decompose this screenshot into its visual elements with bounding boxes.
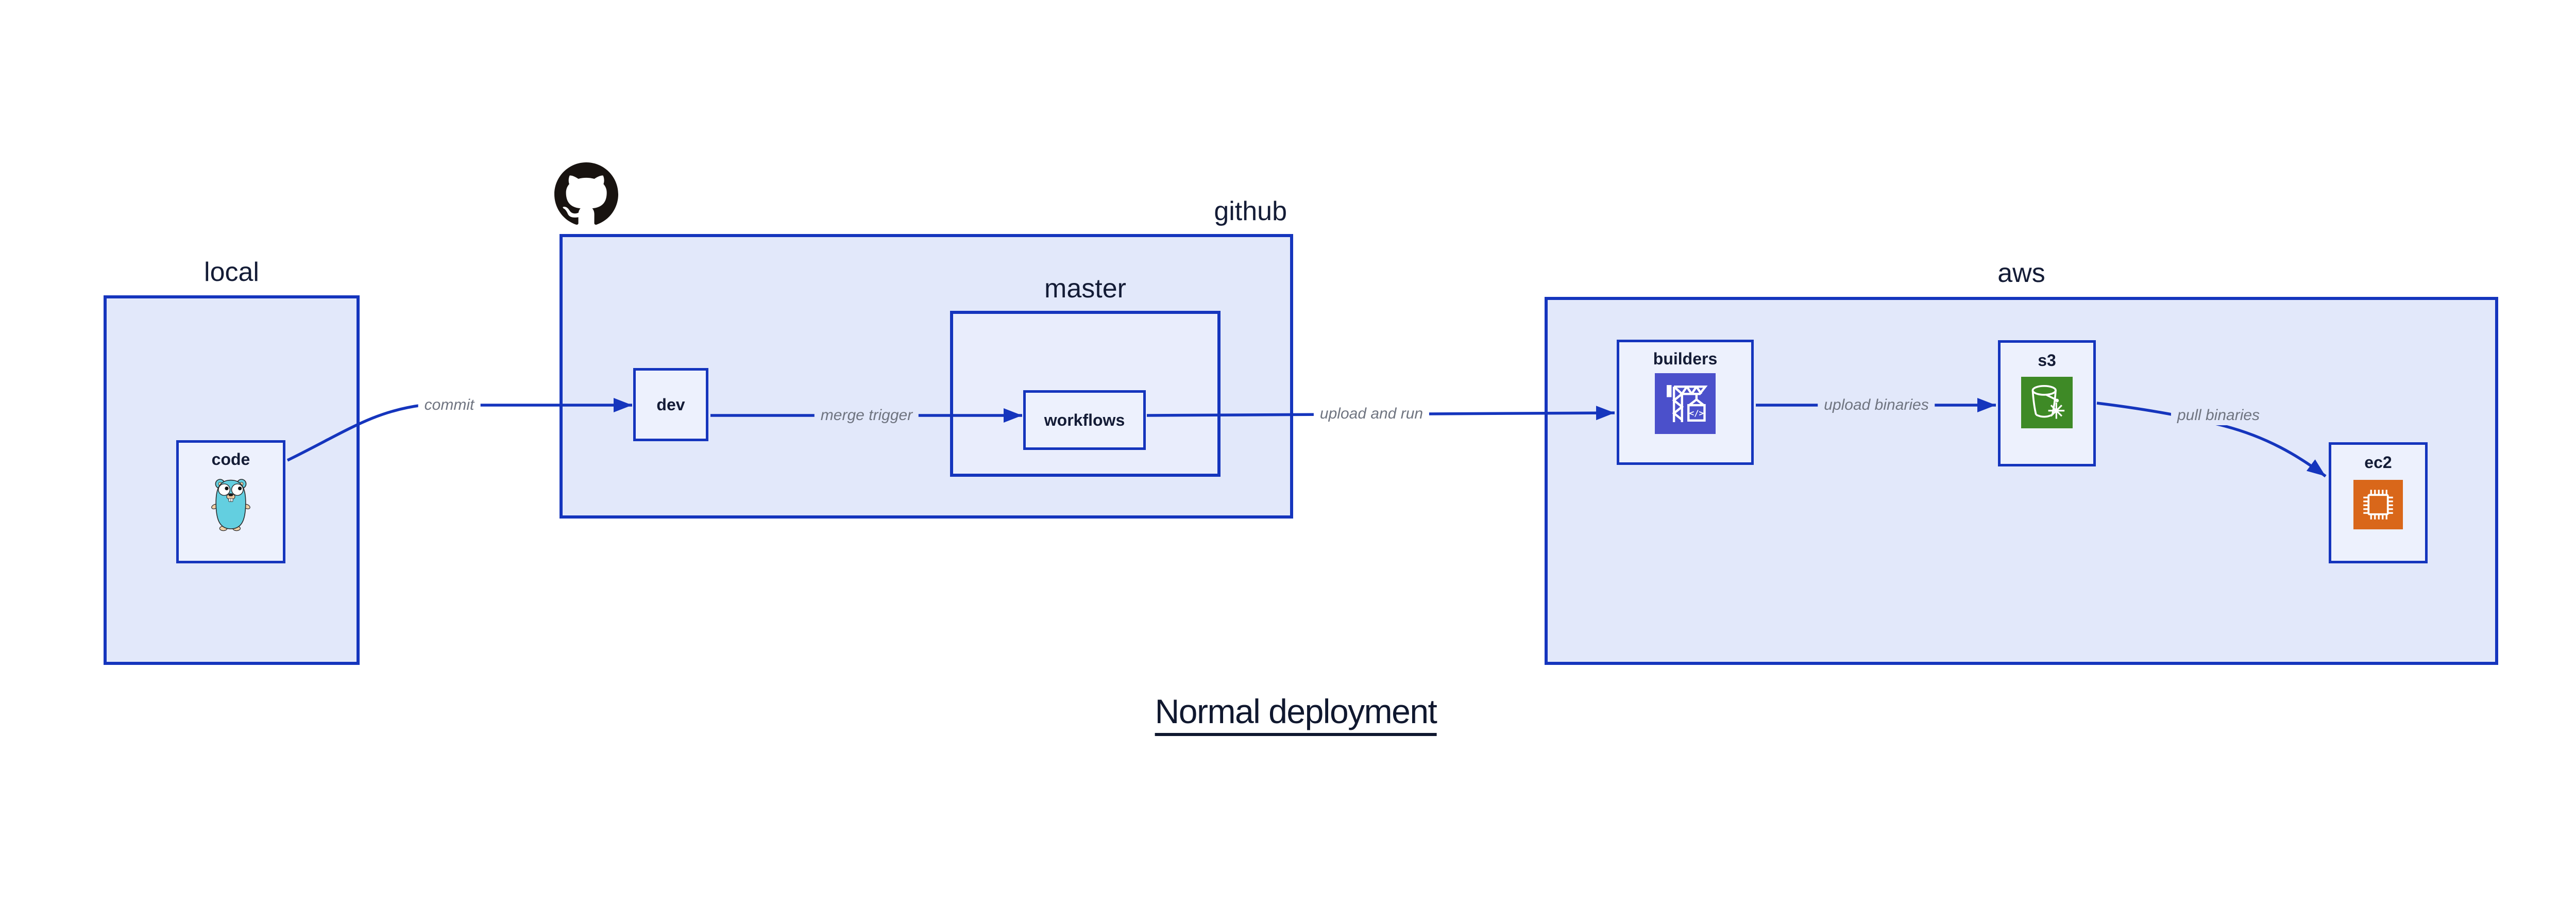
master-container-label: master [1044,274,1126,304]
local-container-label: local [204,257,259,287]
node-s3-label: s3 [2038,351,2056,370]
node-code: code [176,440,285,563]
edge-label-pull-binaries: pull binaries [2171,406,2266,425]
diagram-title: Normal deployment [1155,692,1437,736]
code-glyph: </> [1689,409,1704,418]
node-builders-label: builders [1653,349,1718,368]
crane-codebuild-icon: </> [1655,373,1716,434]
edge-label-merge-trigger: merge trigger [814,406,919,425]
node-dev-label: dev [656,395,685,414]
edge-label-upload-and-run: upload and run [1313,404,1430,424]
aws-container-label: aws [1997,258,2045,288]
node-s3: s3 [1998,340,2096,466]
github-octocat-icon [554,162,618,225]
node-dev: dev [633,368,708,441]
github-container-label: github [1214,196,1287,226]
chip-icon [2353,480,2403,529]
bucket-snowflake-icon [2021,377,2073,428]
node-code-label: code [211,450,250,469]
go-gopher-icon [211,479,250,531]
edge-pull-binaries [2096,402,2327,478]
edge-commit [286,398,632,462]
edge-label-commit: commit [418,395,481,415]
node-ec2: ec2 [2329,442,2428,563]
node-workflows: workflows [1023,390,1146,450]
node-ec2-label: ec2 [2364,453,2392,472]
node-builders: builders </> [1617,340,1754,465]
node-workflows-label: workflows [1044,411,1125,429]
edge-label-upload-binaries: upload binaries [1818,395,1935,415]
